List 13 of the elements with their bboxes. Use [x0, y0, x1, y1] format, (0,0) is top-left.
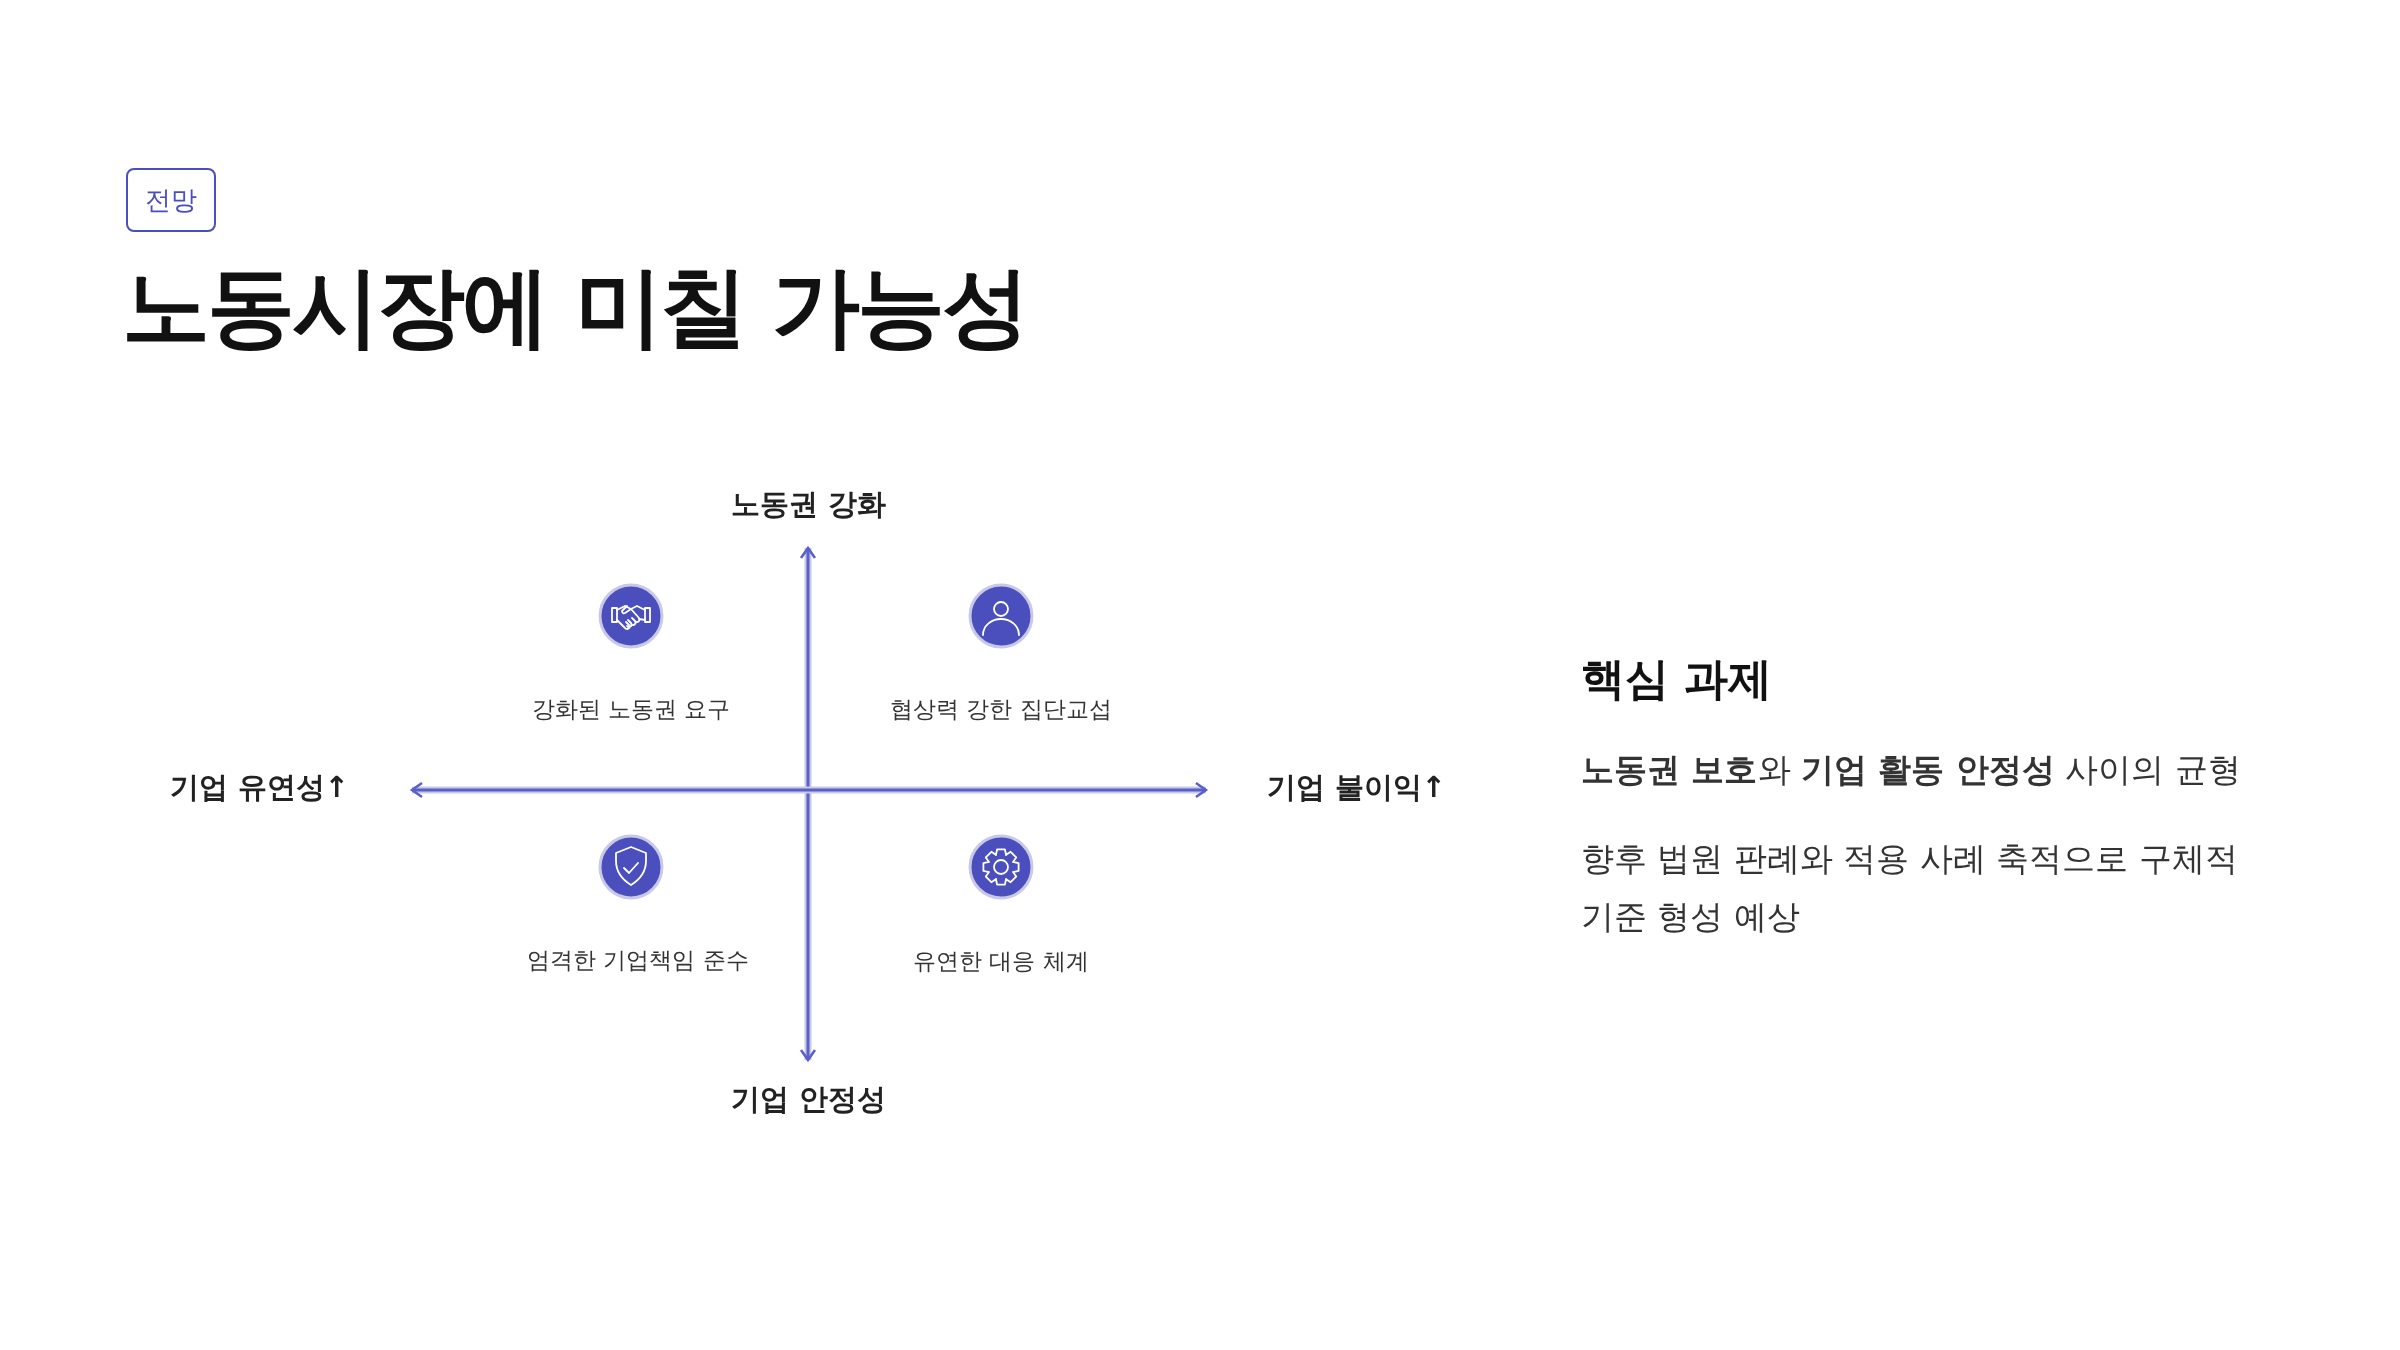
- axis-label: 기업 유연성↑: [169, 769, 349, 806]
- page-title: 노동시장에 미칠 가능성: [122, 254, 1028, 360]
- quadrant-label: 협상력 강한 집단교섭: [890, 694, 1112, 724]
- tag-badge: 전망: [126, 168, 216, 232]
- quadrant-label: 강화된 노동권 요구: [531, 694, 731, 724]
- axis-label: 기업 안정성: [730, 1081, 886, 1118]
- outlook-paragraph: 향후 법원 판례와 적용 사례 축적으로 구체적 기준 형성 예상: [1581, 838, 2239, 938]
- section-heading: 핵심 과제: [1581, 652, 1773, 706]
- axis-label: 기업 불이익↑: [1266, 769, 1446, 806]
- quadrant-label: 엄격한 기업책임 준수: [527, 945, 749, 975]
- quadrant-label: 유연한 대응 체계: [913, 946, 1089, 976]
- axis-label: 노동권 강화: [730, 486, 886, 523]
- key-point-text: 노동권 보호와 기업 활동 안정성 사이의 균형: [1581, 749, 2241, 791]
